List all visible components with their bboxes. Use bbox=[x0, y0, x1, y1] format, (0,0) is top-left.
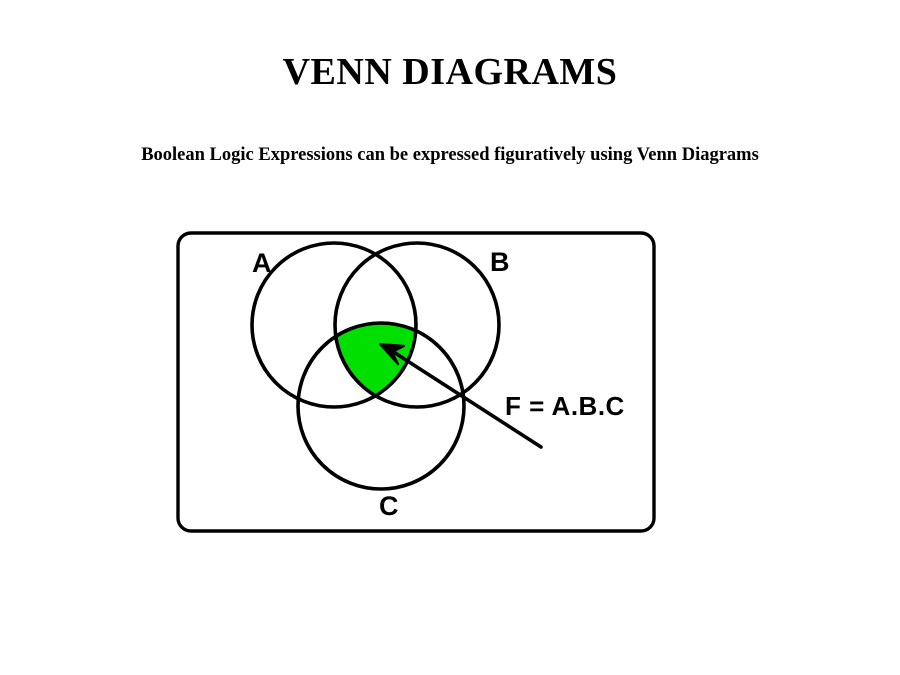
page-title: VENN DIAGRAMS bbox=[282, 51, 618, 93]
diagram-frame bbox=[176, 231, 656, 533]
annotation-arrow-head-icon bbox=[378, 342, 406, 366]
venn-diagram: A B C F = A.B.C bbox=[160, 215, 670, 545]
venn-diagram-svg: A B C F = A.B.C bbox=[176, 231, 656, 533]
set-label-c: C bbox=[379, 491, 399, 521]
set-label-a: A bbox=[252, 248, 272, 278]
circle-a bbox=[250, 241, 418, 409]
set-label-b: B bbox=[490, 247, 510, 277]
expression-label: F = A.B.C bbox=[505, 391, 625, 421]
circle-c bbox=[296, 321, 466, 491]
annotation-arrow-line bbox=[390, 349, 543, 449]
circle-b bbox=[333, 241, 501, 409]
slide-subtitle: Boolean Logic Expressions can be express… bbox=[141, 145, 759, 165]
